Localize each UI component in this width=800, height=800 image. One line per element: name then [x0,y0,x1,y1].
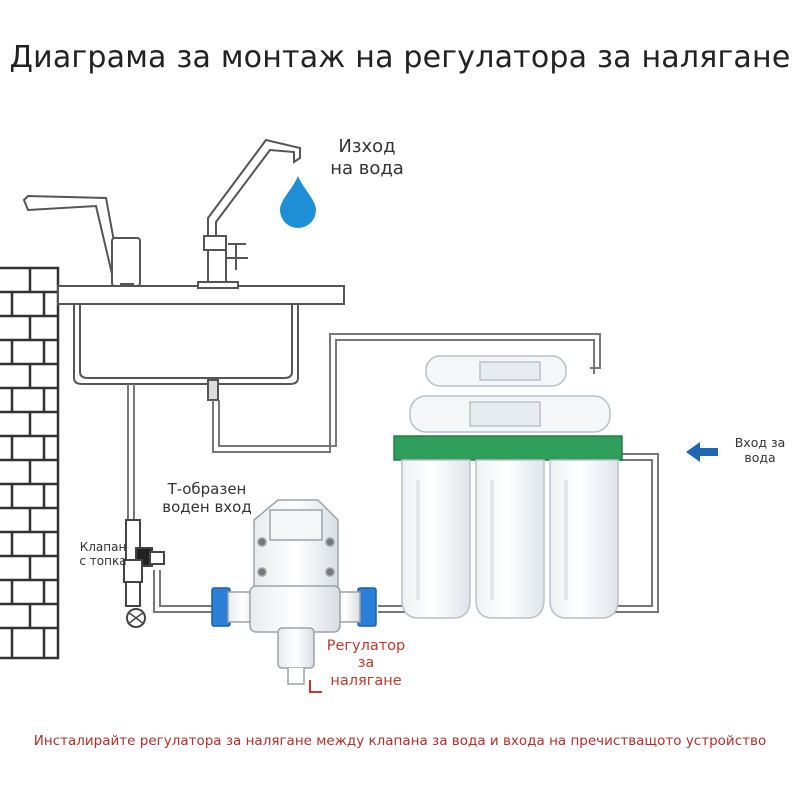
water-drop-icon [280,176,316,228]
plumbing-lines [127,333,659,613]
purified-water-faucet [197,138,301,289]
water-inlet-label: Вход за вода [734,435,786,465]
installation-note: Инсталирайте регулатора за налягане межд… [33,733,767,749]
pressure-regulator-label: Регулатор за налягане [326,638,406,689]
inlet-arrow-icon [686,442,718,462]
water-outlet-label: Изход на вода [330,136,404,179]
ball-valve-label: Клапан с топка [79,540,127,569]
tee-inlet-label: Т-образен воден вход [162,480,252,516]
pressure-regulator-device [211,499,377,685]
page-title: Диаграма за монтаж на регулатора за наля… [9,40,791,75]
brick-wall [0,266,60,660]
main-faucet [22,194,141,287]
regulator-pointer [309,680,322,693]
water-purifier [393,355,623,619]
sink [57,285,345,401]
tee-and-valve [123,519,165,628]
